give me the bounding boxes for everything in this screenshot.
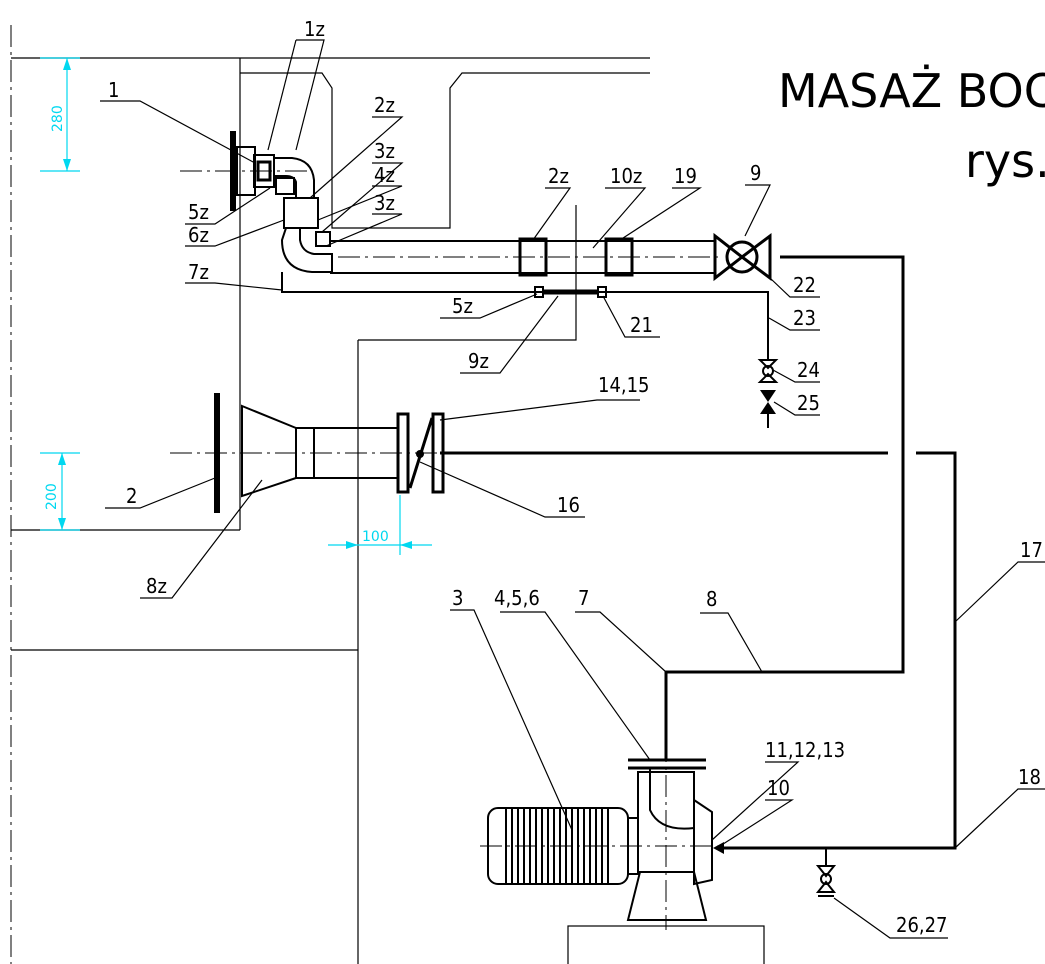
drawing-title: MASAŻ BOCZN bbox=[778, 64, 1045, 118]
pool-wall bbox=[11, 57, 650, 964]
valve-9 bbox=[713, 232, 772, 282]
label-2z-pipe: 2z bbox=[548, 164, 569, 188]
label-8: 8 bbox=[706, 587, 717, 611]
lower-nozzle-assembly bbox=[170, 393, 445, 513]
drawing-subtitle: rys. bbox=[965, 134, 1045, 188]
label-10z: 10z bbox=[610, 164, 642, 188]
pump-motor bbox=[480, 740, 765, 964]
valve-24-25 bbox=[757, 359, 779, 428]
label-22: 22 bbox=[793, 273, 816, 297]
dimension-280-text: 280 bbox=[50, 105, 66, 132]
label-7z: 7z bbox=[188, 260, 209, 284]
dimension-200: 200 bbox=[40, 452, 80, 531]
dimension-100-text: 100 bbox=[362, 529, 389, 545]
leader-lines bbox=[100, 39, 1045, 939]
label-9: 9 bbox=[750, 161, 761, 185]
label-14-15: 14,15 bbox=[598, 373, 650, 397]
dimension-100: 100 bbox=[328, 495, 432, 555]
label-11-12-13: 11,12,13 bbox=[765, 738, 845, 762]
upper-pipe bbox=[330, 237, 720, 277]
coupling-19 bbox=[604, 237, 634, 277]
label-19: 19 bbox=[674, 164, 697, 188]
label-7: 7 bbox=[578, 586, 589, 610]
label-8z: 8z bbox=[146, 574, 167, 598]
label-2z-upper: 2z bbox=[374, 93, 395, 117]
label-21: 21 bbox=[630, 313, 653, 337]
label-5z-upper: 5z bbox=[188, 200, 209, 224]
label-23: 23 bbox=[793, 306, 816, 330]
part-labels: 1z 1 2z 3z 4z 3z 5z 6z 7z 2z 10z 19 9 22… bbox=[108, 17, 1043, 937]
label-5z-lower: 5z bbox=[452, 294, 473, 318]
dimension-200-text: 200 bbox=[44, 483, 60, 510]
label-1z: 1z bbox=[304, 17, 325, 41]
upper-nozzle-assembly bbox=[180, 131, 333, 273]
valve-26-27 bbox=[815, 848, 837, 897]
label-6z: 6z bbox=[188, 223, 209, 247]
label-16: 16 bbox=[557, 493, 580, 517]
label-17: 17 bbox=[1020, 538, 1043, 562]
label-3z-upper: 3z bbox=[374, 139, 395, 163]
label-26-27: 26,27 bbox=[896, 913, 948, 937]
label-18: 18 bbox=[1018, 765, 1041, 789]
label-4z: 4z bbox=[374, 163, 395, 187]
label-24: 24 bbox=[797, 358, 820, 382]
dimension-280: 280 bbox=[40, 57, 80, 172]
pipelines bbox=[281, 255, 957, 850]
label-2: 2 bbox=[126, 484, 137, 508]
label-3z-lower: 3z bbox=[374, 191, 395, 215]
label-9z: 9z bbox=[468, 349, 489, 373]
label-25: 25 bbox=[797, 391, 820, 415]
label-4-5-6: 4,5,6 bbox=[494, 586, 540, 610]
label-1: 1 bbox=[108, 78, 119, 102]
label-3: 3 bbox=[452, 586, 463, 610]
label-10: 10 bbox=[767, 776, 790, 800]
